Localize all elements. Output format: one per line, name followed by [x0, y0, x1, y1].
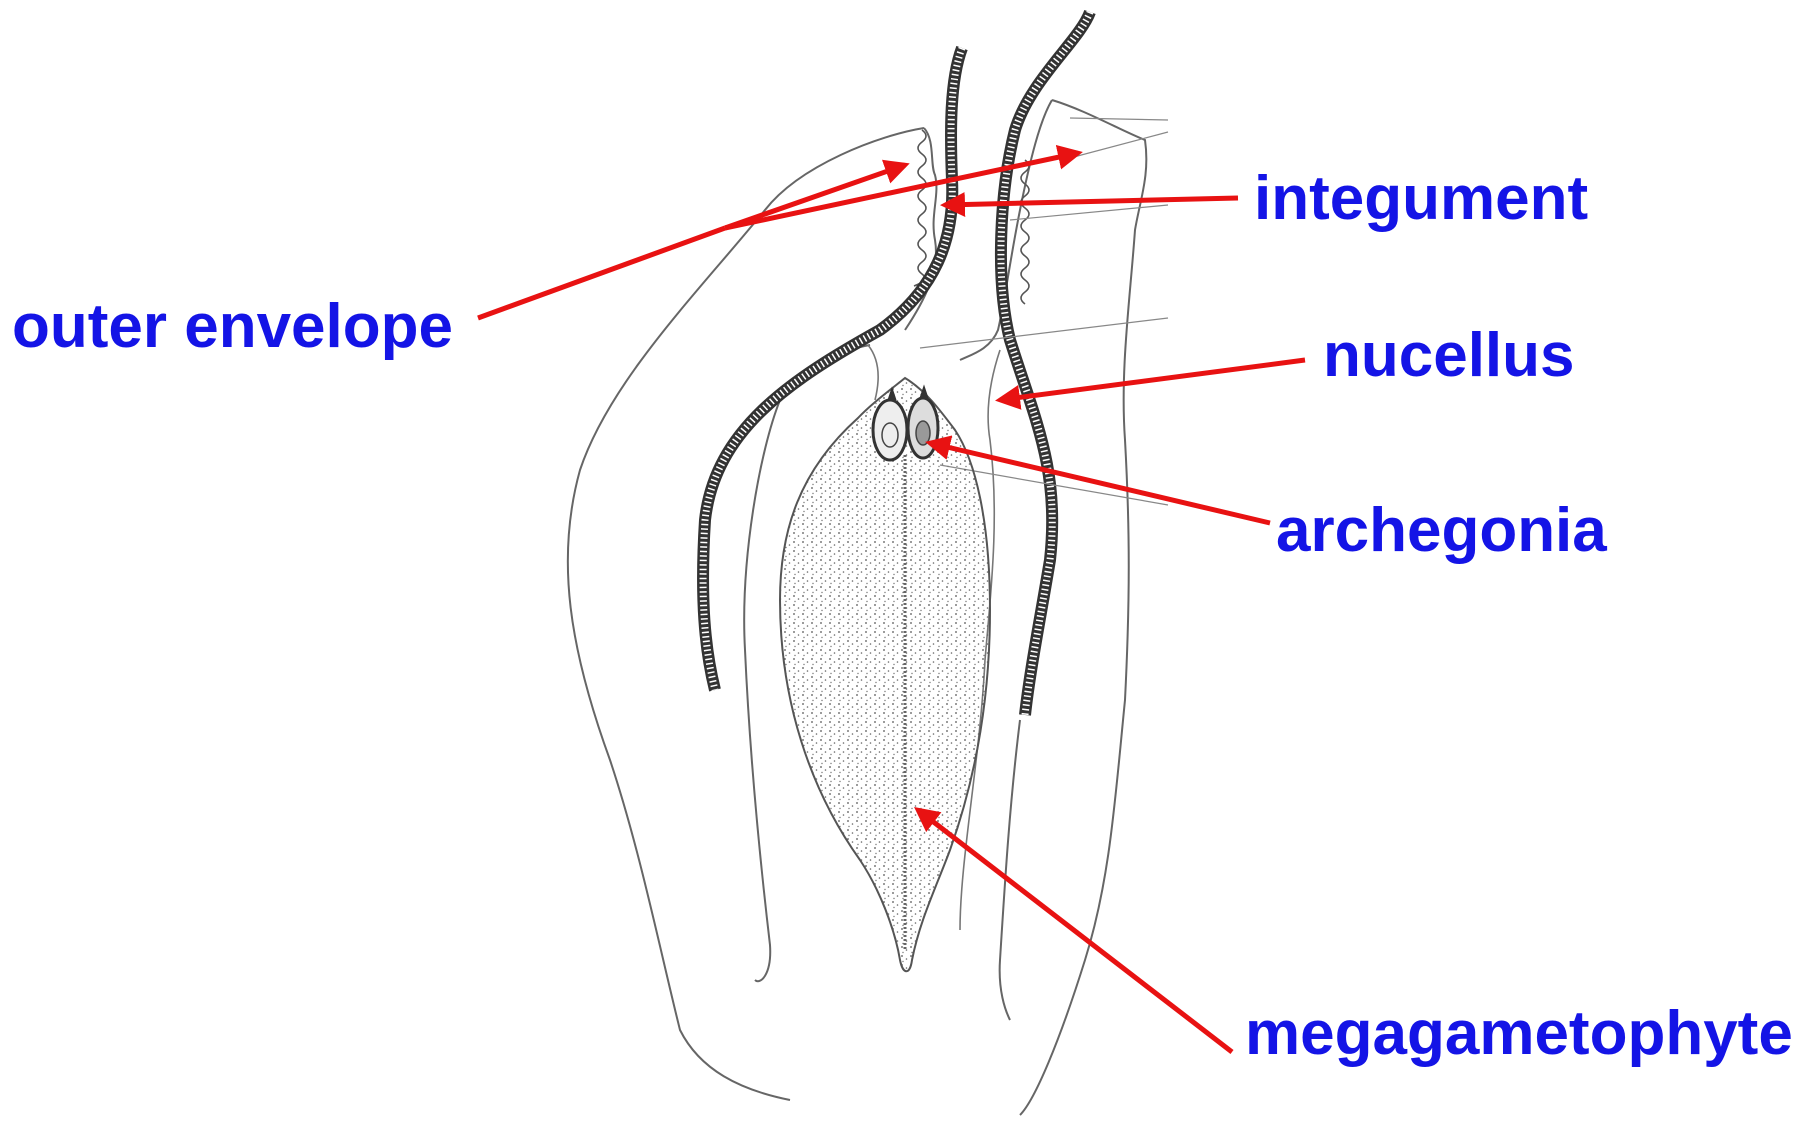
wavy-edge-left — [914, 130, 926, 286]
megagametophyte-shape — [780, 378, 990, 971]
outer-envelope-arrow-stem — [478, 228, 725, 318]
label-integument: integument — [1254, 168, 1588, 230]
label-nucellus: nucellus — [1323, 325, 1575, 387]
nucellus-arrow — [1000, 360, 1305, 400]
guide-line — [920, 318, 1168, 348]
label-megagametophyte: megagametophyte — [1245, 1003, 1793, 1065]
megagametophyte-arrow — [918, 810, 1232, 1052]
label-outer-envelope: outer envelope — [12, 296, 453, 358]
guide-line — [1070, 118, 1168, 120]
integument-right — [1001, 12, 1090, 715]
integument-arrow — [945, 198, 1238, 205]
guide-line — [1010, 205, 1168, 220]
label-archegonia: archegonia — [1276, 500, 1607, 562]
guide-line — [1070, 132, 1168, 158]
